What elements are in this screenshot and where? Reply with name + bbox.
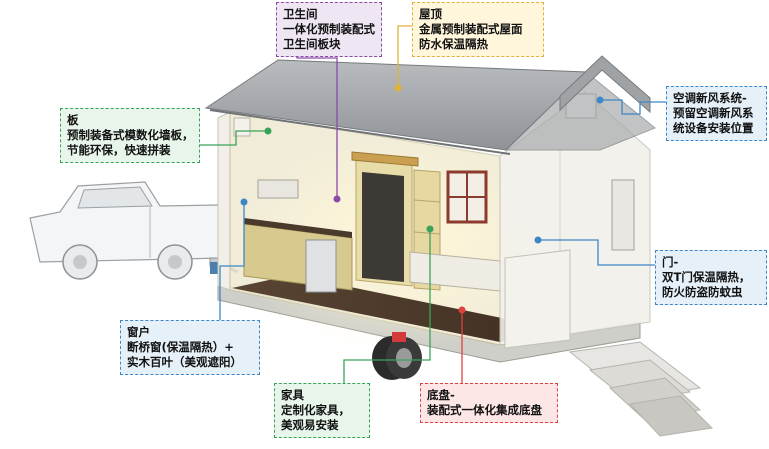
callout-roof-title: 屋顶 xyxy=(419,7,442,21)
callout-hvac-title: 空调新风系统- xyxy=(673,91,747,105)
callout-furniture-line-2: 美观易安装 xyxy=(281,418,339,432)
left-wall xyxy=(217,111,231,291)
callout-board-line-1: 预制装备式模数化墙板， xyxy=(67,128,194,142)
callout-window-line-1: 断桥窗(保温隔热）+ xyxy=(127,340,234,354)
kitchen-counter xyxy=(243,179,353,293)
callout-window: 窗户 断桥窗(保温隔热）+ 实木百叶（美观遮阳） xyxy=(120,320,260,375)
callout-furniture: 家具 定制化家具， 美观易安装 xyxy=(274,383,370,438)
callout-hvac-line-2: 统设备安装位置 xyxy=(673,121,754,135)
pickup-truck xyxy=(29,181,225,280)
leader-dots xyxy=(240,84,604,314)
callout-hvac: 空调新风系统- 预留空调新风系 统设备安装位置 xyxy=(666,86,767,141)
callout-roof: 屋顶 金属预制装配式屋面 防水保温隔热 xyxy=(412,2,544,57)
callout-bathroom: 卫生间 一体化预制装配式 卫生间板块 xyxy=(276,2,382,57)
callout-door-title: 门- xyxy=(662,255,679,269)
entry-porch xyxy=(504,249,571,349)
callout-window-title: 窗户 xyxy=(127,325,150,339)
entry-steps xyxy=(568,341,714,437)
callout-door-line-2: 防火防盗防蚊虫 xyxy=(662,285,743,299)
callout-chassis-line-1: 装配式一体化集成底盘 xyxy=(427,403,542,417)
callout-hvac-line-1: 预留空调新风系 xyxy=(673,106,754,120)
callout-furniture-line-1: 定制化家具， xyxy=(281,403,350,417)
callout-chassis-title: 底盘- xyxy=(427,388,455,402)
callout-furniture-title: 家具 xyxy=(281,388,304,402)
callout-board-title: 板 xyxy=(67,113,79,127)
callout-door: 门- 双T门保温隔热， 防火防盗防蚊虫 xyxy=(655,250,767,305)
callout-bathroom-line-1: 一体化预制装配式 xyxy=(283,22,375,36)
roof xyxy=(204,55,656,155)
callout-door-line-1: 双T门保温隔热， xyxy=(662,270,751,284)
callout-board: 板 预制装备式模数化墙板， 节能环保，快速拼装 xyxy=(60,108,200,163)
interior-window xyxy=(446,170,488,224)
trailer-wheel xyxy=(372,332,422,380)
callout-roof-line-2: 防水保温隔热 xyxy=(419,37,488,51)
callout-bathroom-line-2: 卫生间板块 xyxy=(283,37,341,51)
callout-roof-line-1: 金属预制装配式屋面 xyxy=(419,22,523,36)
bathroom-block xyxy=(351,151,419,287)
callout-window-line-2: 实木百叶（美观遮阳） xyxy=(127,355,242,369)
callout-bathroom-title: 卫生间 xyxy=(283,7,318,21)
callout-board-line-2: 节能环保，快速拼装 xyxy=(67,143,171,157)
callout-chassis: 底盘- 装配式一体化集成底盘 xyxy=(420,383,558,423)
